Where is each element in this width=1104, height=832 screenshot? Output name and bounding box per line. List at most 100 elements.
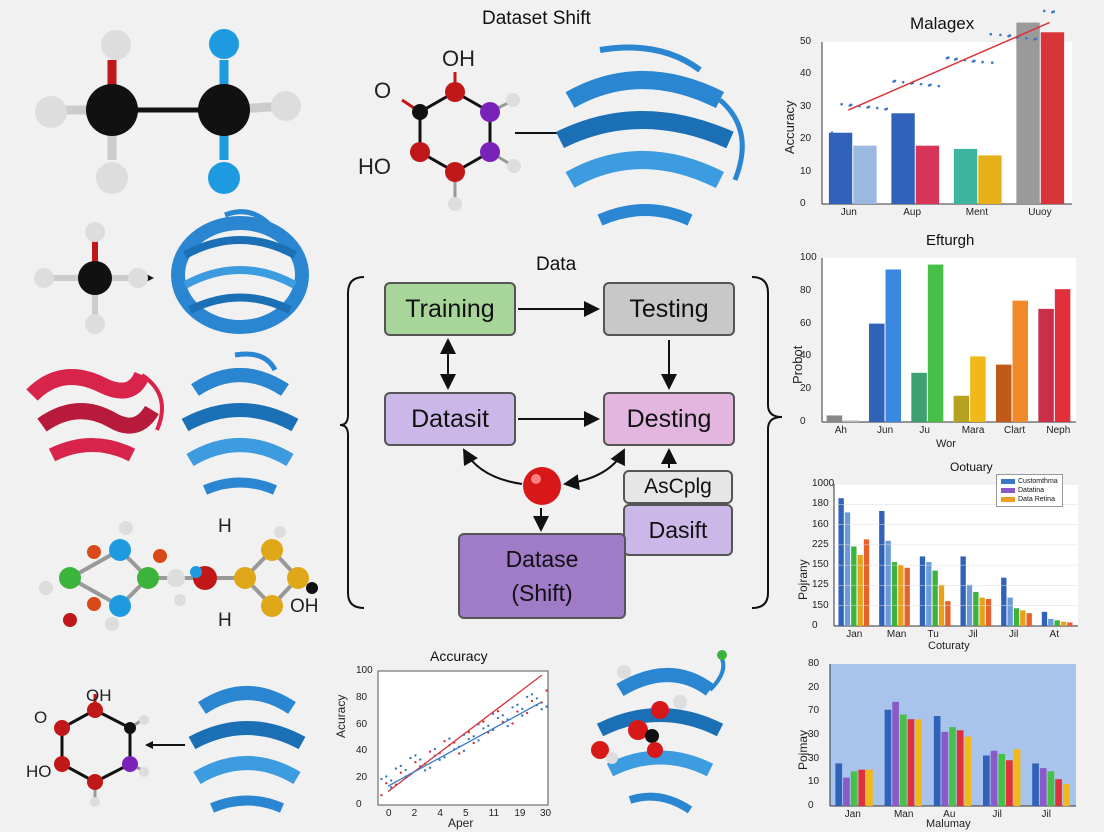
bar-mark	[964, 736, 972, 806]
chart-bars	[833, 483, 1078, 627]
scatter-dot	[501, 714, 505, 717]
x-tick-label: Tu	[927, 629, 939, 640]
scatter-dot	[414, 754, 417, 757]
x-tick-label: Jun	[840, 207, 857, 218]
scatter-dot	[937, 84, 941, 88]
y-tick-label: 0	[800, 198, 806, 209]
chart3-legend-item: Datatina	[1001, 486, 1058, 495]
scatter-dot	[467, 737, 471, 741]
bar-mark	[1041, 611, 1048, 626]
bar-mark	[868, 323, 885, 422]
arrow-left-icon	[145, 741, 185, 749]
bar-mark	[915, 719, 922, 806]
bar-mark	[850, 771, 858, 806]
y-tick-label: 20	[800, 383, 812, 395]
testing-box: Testing	[603, 282, 735, 336]
main-title: Dataset Shift	[482, 8, 591, 29]
bar-mark	[1001, 577, 1007, 626]
scatter-dot	[385, 781, 388, 785]
scatter-dot	[448, 737, 451, 740]
chart-bars	[821, 258, 1076, 423]
bar-mark	[1055, 779, 1062, 806]
bar-mark	[945, 601, 951, 626]
x-tick-label: 11	[488, 808, 500, 819]
scatter-dot	[535, 697, 539, 700]
y-tick-label: 1000	[812, 478, 835, 489]
bar-mark	[953, 395, 970, 422]
bar-mark	[1006, 760, 1013, 806]
protein-ribbon-icon	[555, 44, 745, 226]
x-tick-label: Jil	[1041, 809, 1051, 820]
scatter-dot	[971, 60, 975, 63]
scatter-dot	[457, 752, 461, 755]
scatter-dot	[409, 756, 412, 760]
scatter-dot	[394, 767, 398, 770]
bar-mark	[985, 599, 992, 626]
chart4-xlabel: Malumay	[926, 818, 971, 830]
bar-mark	[1039, 768, 1047, 806]
bar-mark	[1013, 749, 1021, 806]
scatter-dot	[901, 80, 905, 84]
bar-mark	[879, 510, 885, 626]
chart-bars	[829, 664, 1076, 807]
bar-mark	[843, 420, 859, 422]
bar-mark	[885, 540, 891, 626]
scatter-dot	[414, 760, 417, 764]
bar-mark	[926, 562, 932, 626]
o-label: O	[374, 78, 392, 103]
scatter-dot	[438, 758, 441, 762]
y-tick-label: 60	[800, 317, 812, 329]
y-tick-label: 40	[800, 350, 812, 362]
x-tick-label: 30	[540, 808, 552, 819]
bar-mark	[891, 562, 898, 626]
chart3-xlabel: Coturaty	[928, 640, 970, 652]
bar-mark	[1048, 618, 1054, 626]
bar-mark	[1013, 608, 1020, 626]
bar-mark	[884, 709, 892, 806]
scatter-ylabel: Acuracy	[334, 694, 348, 738]
bar-mark	[995, 364, 1012, 422]
bar-mark	[978, 155, 1002, 204]
chart2-title: Efturgh	[926, 232, 975, 249]
bar-mark	[826, 415, 843, 422]
y-tick-label: 40	[356, 745, 368, 757]
chart3-legend: Customthma Datatina Data Retina	[996, 474, 1063, 507]
bar-mark	[960, 556, 966, 626]
bar-mark	[844, 512, 851, 626]
y-tick-label: 80	[808, 658, 820, 669]
x-tick-label: 19	[514, 808, 526, 819]
scatter-dot	[380, 793, 383, 797]
bar-mark	[835, 763, 843, 806]
scatter-dot	[428, 766, 432, 769]
scatter-dot	[540, 708, 543, 711]
y-tick-label: 10	[800, 165, 812, 177]
scatter-dot	[525, 695, 529, 699]
scatter-dot	[516, 703, 519, 707]
chart4-plot	[829, 664, 1076, 807]
scatter-dot	[953, 58, 957, 61]
scatter-dot	[389, 786, 393, 789]
y-tick-label: 70	[808, 705, 820, 717]
bar-mark	[1040, 32, 1065, 204]
bar-mark	[1007, 597, 1013, 626]
scatter-dot	[990, 61, 994, 65]
y-tick-label: 20	[356, 772, 368, 784]
x-tick-label: Jun	[877, 425, 894, 436]
y-tick-label: 225	[812, 538, 829, 550]
y-tick-label: 10	[808, 776, 820, 788]
y-tick-label: 80	[356, 691, 368, 703]
x-tick-label: Jan	[844, 809, 861, 820]
o-label: O	[34, 708, 48, 727]
scatter-dot	[506, 724, 509, 728]
scatter-dot	[1051, 10, 1054, 14]
scatter-dot	[945, 56, 949, 60]
ascplg-box: AsCplg	[623, 470, 733, 504]
bar-mark	[983, 755, 990, 806]
bar-mark	[956, 730, 964, 806]
chart1-ylabel: Accuracy	[782, 100, 797, 154]
datase-shift-line1: Datase	[505, 546, 579, 572]
protein-ribbon-icon	[188, 686, 306, 813]
scatter-dot	[525, 711, 529, 715]
y-tick-label: 50	[800, 36, 812, 47]
ring-molecule-icon	[39, 521, 318, 631]
